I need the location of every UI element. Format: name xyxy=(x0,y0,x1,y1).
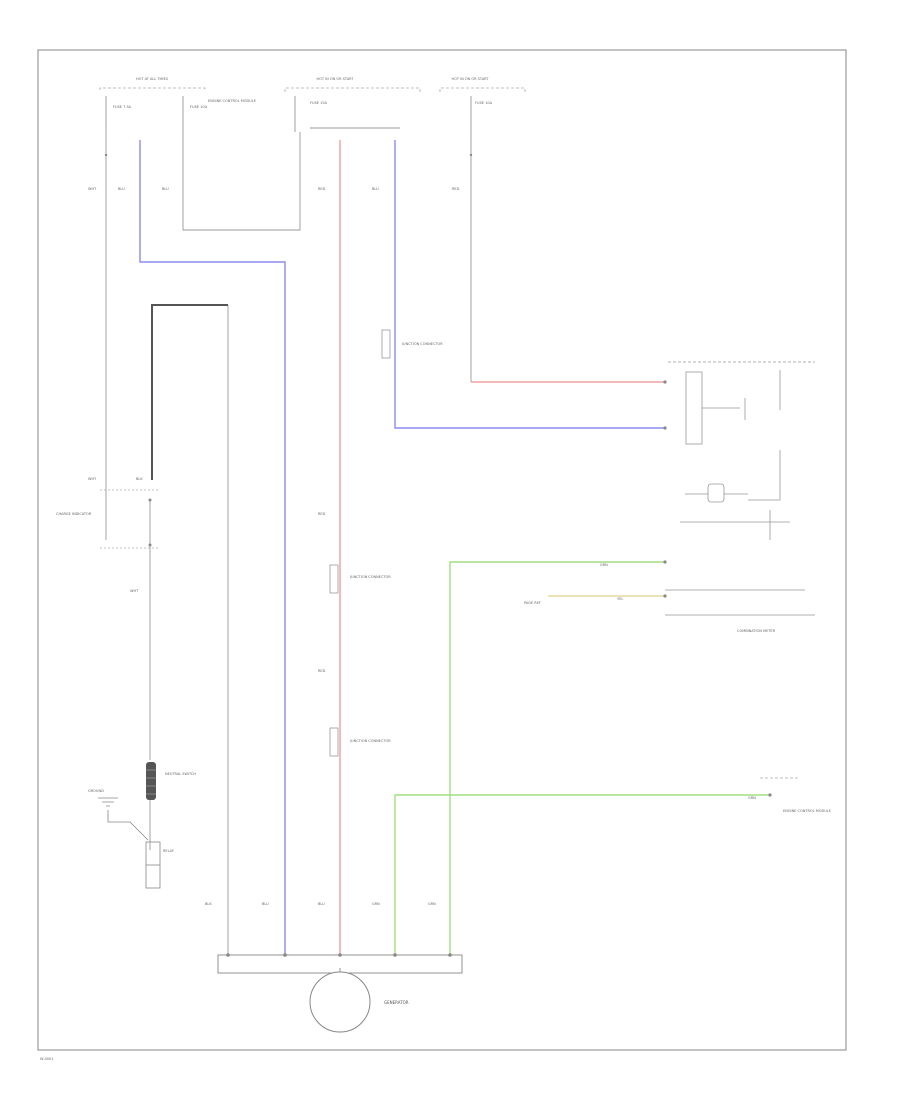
footer-code: W-0001 xyxy=(40,1057,54,1061)
red-wires xyxy=(339,140,665,955)
page-ref-label: PAGE REF xyxy=(524,601,541,605)
wire-label-17: GRN xyxy=(600,563,608,567)
wire-label-10: RED xyxy=(318,669,326,673)
wire-label-6: RED xyxy=(452,187,460,191)
fuse-3-label: ENGINE CONTROL MODULE xyxy=(208,99,256,103)
fuse-5-label: FUSE 10A xyxy=(475,101,493,105)
wire-label-7: BLK xyxy=(136,477,143,481)
charge-indicator-label: CHARGE INDICATOR xyxy=(56,512,92,516)
charge-indicator-box xyxy=(100,489,160,549)
wire-label-5: BLU xyxy=(372,187,379,191)
fuse-box-left xyxy=(99,87,206,90)
wire-label-15: GRN xyxy=(428,902,436,906)
combination-meter-label: COMBINATION METER xyxy=(737,629,776,633)
wire-label-16: YEL xyxy=(617,597,623,601)
wire-label-1: WHT xyxy=(88,187,97,191)
green-wires xyxy=(394,561,770,955)
wire-label-9: RED xyxy=(318,512,326,516)
junction-a-label: JUNCTION CONNECTOR xyxy=(401,342,443,346)
wire-label-18: GRN xyxy=(748,796,756,800)
wire-label-2: BLU xyxy=(118,187,125,191)
wire-label-8: WHT xyxy=(88,477,97,481)
charge-indicator-bracket xyxy=(151,304,228,480)
fuse-1-label: FUSE 7.5A xyxy=(113,105,132,109)
fuse-box-right-label: HOT IN ON OR START xyxy=(452,77,490,81)
wire-label-4: RED xyxy=(318,187,326,191)
junction-connectors xyxy=(329,329,391,757)
gray-wires xyxy=(105,127,472,955)
ground-symbol xyxy=(98,797,149,841)
fuse-box-middle-label: HOT IN ON OR START xyxy=(317,77,355,81)
generator-symbol xyxy=(309,971,371,1033)
charge-indicator-coil xyxy=(146,762,156,800)
generator-pins xyxy=(226,953,452,957)
fuse-2-label: FUSE 10A xyxy=(190,105,208,109)
connector-dots xyxy=(104,153,473,547)
fuse-symbols xyxy=(105,96,472,132)
relay-symbol xyxy=(145,841,161,889)
engine-control-module-label: ENGINE CONTROL MODULE xyxy=(783,809,831,813)
combination-meter xyxy=(665,361,815,616)
wire-label-12: BLU xyxy=(262,902,269,906)
fuse-box-right xyxy=(439,87,526,92)
fuse-box-middle xyxy=(284,87,421,92)
ground-label: GROUND xyxy=(88,789,104,793)
generator-label: GENERATOR xyxy=(384,1000,409,1005)
fuse-box-left-label: HOT AT ALL TIMES xyxy=(136,77,169,81)
neutral-switch-label: NEUTRAL SWITCH xyxy=(165,772,196,776)
wire-label-11: BLK xyxy=(205,902,212,906)
blue-wires xyxy=(139,140,665,955)
wire-label-19: WHT xyxy=(130,589,139,593)
wire-label-3: BLU xyxy=(162,187,169,191)
junction-b-label: JUNCTION CONNECTOR xyxy=(349,575,391,579)
wire-label-13: BLU xyxy=(318,902,325,906)
diagram-border xyxy=(37,49,847,1051)
junction-c-label: JUNCTION CONNECTOR xyxy=(349,739,391,743)
combination-meter-pins xyxy=(663,380,772,797)
fuse-4-label: FUSE 15A xyxy=(310,101,328,105)
wire-label-14: GRN xyxy=(372,902,380,906)
relay-label: RELAY xyxy=(163,849,175,853)
